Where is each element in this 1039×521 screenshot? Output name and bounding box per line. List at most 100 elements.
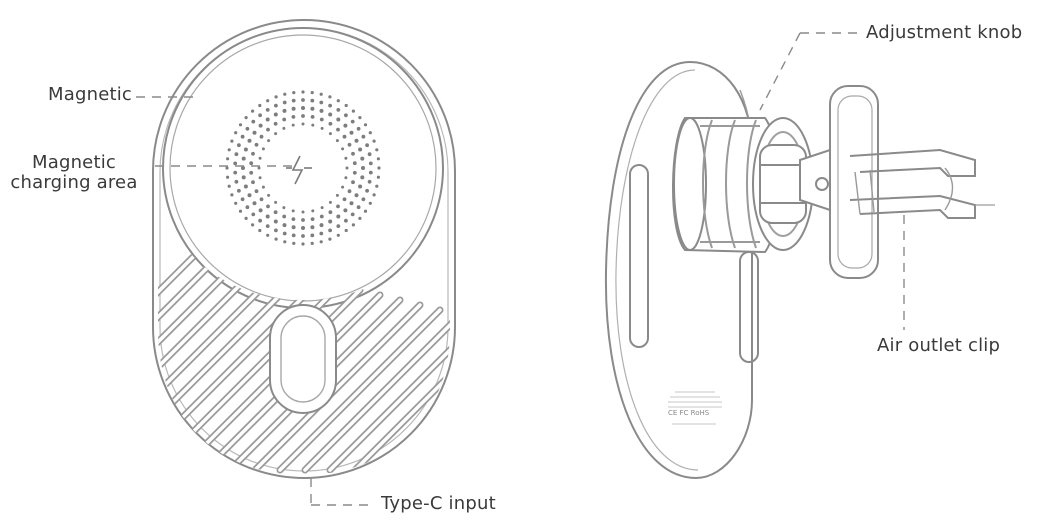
- perforation-dot: [267, 193, 271, 197]
- perforation-dot: [336, 204, 340, 209]
- perforation-dot: [251, 223, 255, 227]
- perforation-dot: [237, 143, 241, 148]
- perforation-dot: [310, 98, 315, 103]
- perforation-dot: [320, 206, 324, 210]
- perforation-dot: [341, 147, 345, 151]
- perforation-dot: [265, 108, 270, 112]
- front-view: [152, 19, 456, 479]
- perforation-dot: [301, 122, 305, 126]
- perforation-dot: [244, 116, 248, 120]
- regulatory-text-block: [668, 391, 722, 425]
- perforation-dot: [319, 100, 324, 105]
- perforation-dot: [361, 197, 366, 202]
- perforation-dot: [328, 200, 332, 204]
- perforation-dot: [291, 225, 296, 230]
- perforation-dot: [244, 216, 248, 220]
- wireless-charging-icon: [286, 155, 312, 185]
- perforation-dot: [363, 123, 368, 127]
- perforation-dot: [254, 189, 259, 194]
- perforation-dot: [319, 214, 324, 219]
- perforation-dot: [365, 143, 369, 148]
- perforation-dot: [283, 92, 287, 96]
- perforation-dot: [251, 151, 255, 156]
- perforation-dot: [226, 157, 230, 161]
- perforation-dot: [328, 210, 333, 215]
- perforation-dot: [266, 127, 270, 132]
- perforation-dot: [349, 130, 354, 135]
- label-charging-area-line1: Magnetic: [31, 152, 117, 173]
- perforation-dot: [368, 161, 373, 166]
- perforation-dot: [361, 134, 366, 139]
- perforation-dot: [243, 147, 248, 152]
- perforation-dot: [258, 156, 262, 160]
- perforation-dot: [258, 228, 262, 233]
- perforation-dot: [241, 175, 246, 180]
- perforation-dot: [252, 201, 257, 206]
- perforation-dot: [351, 109, 355, 113]
- perforation-dot: [249, 161, 254, 166]
- perforation-dot: [328, 237, 332, 241]
- perforation-dot: [336, 108, 341, 112]
- perforation-dot: [335, 193, 339, 197]
- perforation-dot: [360, 156, 365, 161]
- perforation-dot: [345, 166, 349, 170]
- perforation-dot: [351, 151, 355, 156]
- perforation-dot: [375, 184, 379, 188]
- perforation-dot: [252, 130, 257, 135]
- perforation-dot: [336, 233, 340, 237]
- perforation-dot: [354, 138, 359, 143]
- perforation-dot: [358, 116, 362, 120]
- perforation-dot: [301, 90, 305, 94]
- perforation-dot: [259, 134, 264, 139]
- perforation-dot: [336, 214, 341, 219]
- perforation-dot: [342, 134, 347, 139]
- perforation-dot: [328, 132, 332, 136]
- perforation-dot: [358, 184, 363, 189]
- label-charging-area: Magnetic charging area: [4, 153, 144, 193]
- front-logo-window-inner: [280, 315, 326, 403]
- perforation-dot: [251, 119, 256, 124]
- perforation-dot: [234, 179, 239, 184]
- perforation-dot: [336, 127, 340, 132]
- perforation-dot: [233, 170, 238, 175]
- perforation-dot: [356, 126, 361, 131]
- perforation-dot: [365, 188, 369, 193]
- perforation-dot: [258, 208, 263, 213]
- perforation-dot: [282, 223, 287, 228]
- perforation-dot: [234, 131, 238, 135]
- perforation-dot: [273, 219, 278, 224]
- perforation-dot: [368, 170, 373, 175]
- perforation-dot: [258, 113, 262, 118]
- perforation-dot: [274, 103, 278, 108]
- perforation-dot: [291, 115, 296, 119]
- perforation-dot: [273, 210, 278, 215]
- label-air-outlet-clip: Air outlet clip: [877, 335, 1001, 356]
- perforation-dot: [265, 224, 270, 229]
- perforation-dot: [351, 223, 355, 227]
- perforation-dot: [347, 189, 352, 194]
- perforation-dot: [349, 201, 354, 206]
- perforation-dot: [274, 95, 278, 99]
- perforation-dot: [319, 108, 324, 113]
- perforation-dot: [227, 148, 231, 152]
- label-magnetic: Magnetic: [48, 84, 133, 105]
- perforation-dot: [328, 219, 333, 224]
- perforation-dot: [259, 197, 264, 202]
- perforation-dot: [354, 193, 359, 198]
- perforation-dot: [243, 184, 248, 189]
- perforation-dot: [363, 209, 368, 213]
- certification-marks: CE FC RoHS: [668, 409, 710, 417]
- perforation-dot: [273, 121, 278, 126]
- perforation-dot: [376, 175, 380, 179]
- perforation-dot: [367, 179, 372, 184]
- perforation-dot: [291, 217, 296, 222]
- perforation-dot: [234, 201, 238, 205]
- perforation-dot: [265, 117, 270, 122]
- perforation-dot: [310, 115, 315, 119]
- leader-lines: [136, 32, 905, 506]
- perforation-dot: [291, 209, 295, 213]
- perforation-dot: [265, 214, 270, 219]
- perforation-dot: [233, 161, 238, 166]
- perforation-dot: [310, 91, 314, 95]
